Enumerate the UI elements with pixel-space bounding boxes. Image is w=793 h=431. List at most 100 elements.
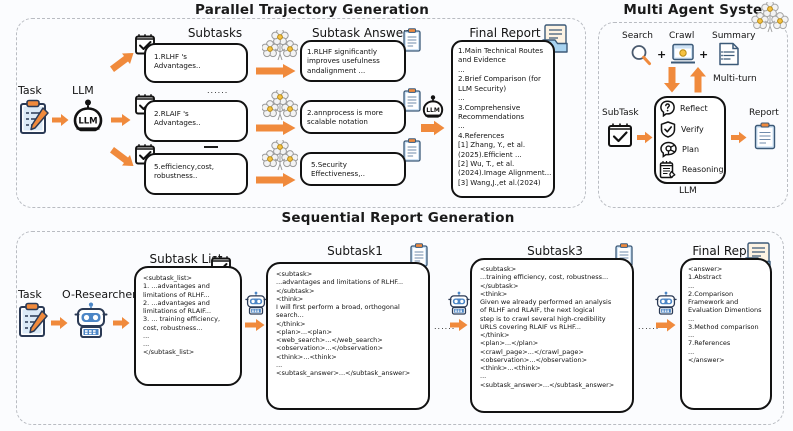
section-title-multi-agent: Multi Agent System bbox=[623, 2, 777, 18]
final-report-bottom-line: 7.References bbox=[688, 339, 731, 348]
llm-aggregator-icon: LLM bbox=[420, 95, 446, 119]
subtask-list-line: limitations of RLHF... bbox=[143, 290, 210, 299]
final-report-line: LLM Security) bbox=[458, 83, 507, 93]
subtask1-box[interactable]: <subtask> ...advantages and limitations … bbox=[266, 262, 430, 410]
subtask3-line: <observation>...</observation> bbox=[480, 355, 588, 364]
llm-brain-icon: LLM bbox=[70, 99, 106, 133]
arrow-researcher-to-subtask-list bbox=[113, 316, 130, 330]
subtask-answer-box-2[interactable]: 2.annprocess is more scalable notation bbox=[300, 100, 406, 134]
subtask3-line: of RLHF and RLAIF, the next logical bbox=[480, 306, 595, 315]
tool-label-search: Search bbox=[622, 31, 653, 41]
subtask1-line: <observation>...</observation> bbox=[276, 344, 384, 353]
final-report-box-top[interactable]: 1.Main Technical Routes and Evidence ...… bbox=[451, 40, 555, 198]
subtask-list-line: 2. ...advantages and bbox=[143, 298, 210, 307]
subtask-box-3[interactable]: 5.efficiency,cost, robustness.. bbox=[144, 153, 248, 195]
arrow-llm-to-subtask-3 bbox=[110, 144, 134, 166]
column-header-subtask1: Subtask1 bbox=[327, 244, 383, 258]
subtask-box-2[interactable]: 2.RLAIF 's Advantages.. bbox=[144, 100, 248, 142]
subtask-answer-box-3[interactable]: 5.Security Effectiveness,.. bbox=[300, 152, 406, 186]
subtask-list-line: cost, robustness... bbox=[143, 323, 203, 332]
shield-check-icon bbox=[660, 121, 676, 138]
tool-label-crawl: Crawl bbox=[669, 31, 695, 41]
subtask-1-line2: Advantages.. bbox=[154, 61, 201, 71]
final-report-box-bottom[interactable]: <answer> 1.Abstract ... 2.Comparison Fra… bbox=[680, 258, 772, 410]
section-title-parallel: Parallel Trajectory Generation bbox=[195, 2, 430, 18]
subtask3-box[interactable]: <subtask> ...training efficiency, cost, … bbox=[470, 258, 634, 413]
subtask1-line: search... bbox=[276, 311, 304, 320]
subtask-box-1[interactable]: 1.RLHF 's Advantages.. bbox=[144, 43, 248, 83]
final-report-bottom-line: ... bbox=[688, 281, 695, 290]
answer-3-line2: Effectiveness,.. bbox=[311, 169, 365, 179]
final-report-line: 1.Main Technical Routes bbox=[458, 46, 544, 55]
plus-sign-1: + bbox=[657, 48, 667, 61]
head-gear-icon bbox=[659, 141, 677, 158]
subtask-list-box[interactable]: <subtask_list> 1. ...advantages and limi… bbox=[134, 266, 242, 386]
final-report-line: ... bbox=[458, 64, 465, 74]
capability-label-plan: Plan bbox=[682, 145, 700, 154]
arrow-to-final-report-sequential bbox=[656, 318, 676, 333]
flower-cluster-icon-2 bbox=[262, 90, 298, 124]
final-report-line: Recommendations bbox=[458, 111, 525, 121]
browser-window-icon[interactable] bbox=[671, 43, 695, 65]
panel-multi-agent-system bbox=[598, 22, 788, 208]
arrow-to-final-report bbox=[421, 120, 445, 136]
answer-2-line1: 2.annprocess is more bbox=[307, 108, 383, 117]
final-report-line: 2.Brief Comparison (for bbox=[458, 74, 541, 84]
clipboard-task-icon bbox=[19, 99, 49, 135]
report-clipboard-icon-subtask1 bbox=[410, 243, 428, 267]
arrow-to-subtask1 bbox=[245, 318, 265, 332]
report-clipboard-icon-1 bbox=[403, 28, 421, 52]
llm-label: LLM bbox=[72, 84, 94, 97]
subtask-list-line: ... bbox=[143, 340, 150, 348]
column-header-final-report-top: Final Report bbox=[469, 26, 541, 40]
subtask3-line: <crawl_page>...</crawl_page> bbox=[480, 347, 584, 356]
subtask1-line: <web_search>...</web_search> bbox=[276, 336, 383, 344]
final-report-bottom-line: 3.Method comparison bbox=[688, 322, 759, 331]
final-report-line: [2] Wu, T., et al. bbox=[458, 159, 515, 169]
subtask3-line: </think> bbox=[480, 331, 510, 339]
robot-researcher-icon bbox=[74, 302, 108, 338]
subtask1-line: <subtask_answer>...</subtask_answer> bbox=[276, 369, 411, 377]
subtask-list-line: 1. ...advantages and bbox=[143, 282, 210, 291]
notepad-pencil-icon bbox=[659, 160, 676, 179]
final-report-bottom-line: <answer> bbox=[688, 265, 723, 273]
final-report-line: 3.Comprehensive bbox=[458, 102, 521, 112]
subtask3-line: ... bbox=[480, 372, 487, 381]
panel-sequential-report bbox=[16, 231, 784, 425]
final-report-line: and Evidence bbox=[458, 55, 506, 65]
tool-label-summary: Summary bbox=[712, 31, 756, 41]
flower-cluster-icon-decoration bbox=[750, 2, 790, 36]
answer-2-line2: scalable notation bbox=[307, 117, 368, 127]
arrow-llm-to-report-multiagent bbox=[731, 131, 747, 144]
svg-text:LLM: LLM bbox=[426, 107, 440, 114]
report-clipboard-icon-2 bbox=[403, 88, 421, 112]
document-list-icon[interactable] bbox=[718, 42, 740, 66]
arrow-subtask-to-answer-2 bbox=[256, 120, 296, 136]
robot-icon-4 bbox=[655, 290, 677, 316]
final-report-bottom-line: ... bbox=[688, 314, 695, 323]
final-report-line: (2024).Image Alignment... bbox=[458, 168, 552, 178]
subtask-separator-dots: ...... bbox=[207, 86, 229, 95]
subtask3-line: <subtask> bbox=[480, 265, 517, 273]
column-header-subtask3: Subtask3 bbox=[527, 244, 583, 258]
answer-1-line1: 1.RLHF significantly bbox=[307, 47, 378, 56]
column-header-subtask-list: Subtask List bbox=[149, 252, 223, 266]
subtask3-line: <think>...<think> bbox=[480, 364, 541, 372]
subtask1-line: </subtask> bbox=[276, 286, 315, 295]
arrow-llm-to-subtask-2 bbox=[111, 113, 131, 127]
subtask3-line: ...training efficiency, cost, robustness… bbox=[480, 273, 609, 282]
subtask1-line: </think> bbox=[276, 319, 306, 328]
subtask-list-line: </subtask_list> bbox=[143, 348, 195, 357]
capability-label-reflect: Reflect bbox=[680, 104, 708, 113]
arrow-subtask-to-answer-3 bbox=[256, 172, 296, 188]
task-label-sequential: Task bbox=[18, 288, 42, 301]
arrow-task-to-researcher bbox=[51, 316, 68, 330]
subtask-separator-dash bbox=[204, 146, 218, 148]
subtask1-line: ...advantages and limitations of RLHF... bbox=[276, 278, 404, 287]
subtask-answer-box-1[interactable]: 1.RLHF significantly improves usefulness… bbox=[300, 40, 406, 82]
subtask-2-line2: Advantages.. bbox=[154, 118, 201, 128]
subtask-list-line: limitations of RLAIF... bbox=[143, 307, 212, 315]
subtask3-line: Given we already performed an analysis bbox=[480, 298, 612, 306]
subtask-3-line1: 5.efficiency,cost, bbox=[154, 162, 215, 171]
magnifier-icon[interactable] bbox=[630, 44, 652, 66]
